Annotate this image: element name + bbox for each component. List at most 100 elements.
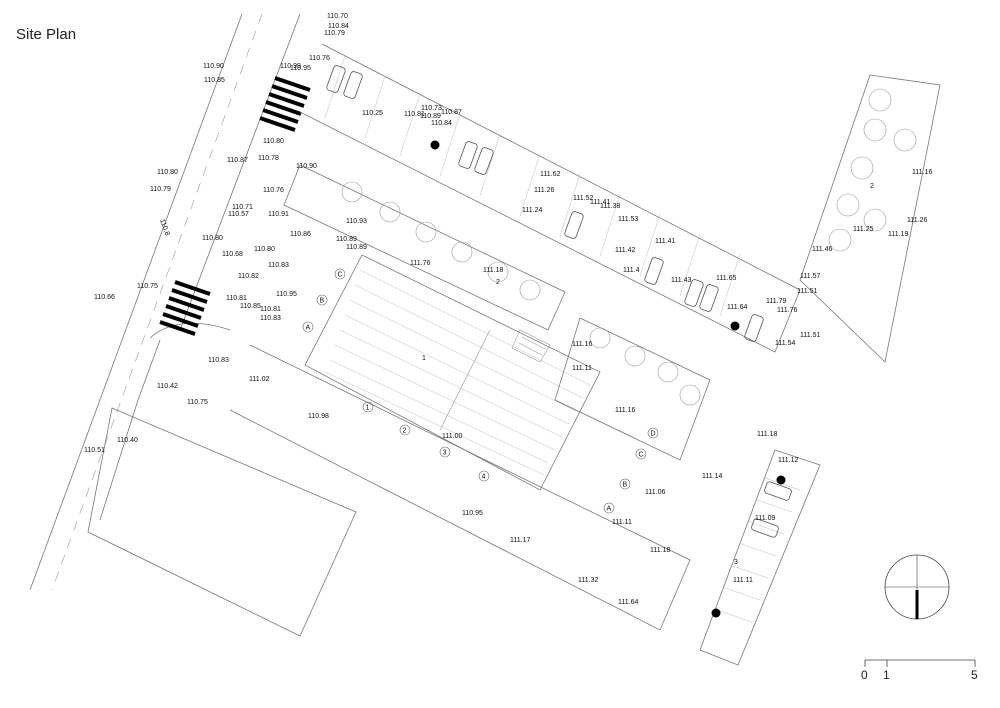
spot-elevation: 111.64 xyxy=(618,599,638,606)
spot-elevation: 111.54 xyxy=(775,340,795,347)
east-block xyxy=(554,317,711,461)
spot-elevation: 110.83 xyxy=(208,357,229,364)
spot-elevation: 110.75 xyxy=(187,399,208,406)
northeast-plaza xyxy=(799,74,941,363)
spot-elevation: 110.81 xyxy=(226,295,247,302)
circle-label-ring xyxy=(647,427,659,439)
spot-elevation: 110.81 xyxy=(260,306,281,313)
spot-elevation: 111.76 xyxy=(777,307,797,314)
spot-elevation: 110.87 xyxy=(441,109,462,116)
accessible-spot-markers xyxy=(430,140,786,618)
spot-elevation: 110.70 xyxy=(327,13,348,20)
scale-label-1: 1 xyxy=(883,668,890,682)
zone-label: 3 xyxy=(734,559,738,566)
spot-elevation: 110.95 xyxy=(462,510,483,517)
circle-label: 3 xyxy=(443,450,447,457)
crosswalk-south xyxy=(159,280,211,336)
spot-elevation: 110.91 xyxy=(268,211,289,218)
circle-label-ring xyxy=(334,268,346,280)
spot-elevation: 111.14 xyxy=(702,473,722,480)
spot-elevation: 111.18 xyxy=(757,431,777,438)
spot-elevation: 110.79 xyxy=(324,30,345,37)
circle-label: B xyxy=(623,482,628,489)
spot-elevation: 110.68 xyxy=(222,251,243,258)
spot-elevation: 111.42 xyxy=(615,247,635,254)
spot-elevation: 110.78 xyxy=(258,155,279,162)
spot-elevation: 111.41 xyxy=(590,199,610,206)
circle-label-ring xyxy=(399,424,411,436)
spot-elevation: 111.43 xyxy=(671,277,691,284)
spot-elevation: 110.71 xyxy=(232,204,253,211)
spot-elevation: 111.26 xyxy=(534,187,554,194)
spot-elevation: 111.51 xyxy=(800,332,820,339)
spot-elevation: 111.46 xyxy=(812,246,832,253)
stair xyxy=(511,329,551,363)
spot-elevation: 110.83 xyxy=(260,315,281,322)
spot-elevation: 110.89 xyxy=(336,236,357,243)
parked-cars xyxy=(326,65,792,538)
south-boundary xyxy=(229,344,691,631)
circle-label-ring xyxy=(478,470,490,482)
circle-label-ring xyxy=(603,502,615,514)
circle-label-ring xyxy=(316,294,328,306)
spot-elevation: 111.26 xyxy=(907,217,927,224)
spot-elevation: 110.90 xyxy=(296,163,317,170)
spot-elevation: 111.18 xyxy=(650,547,670,554)
spot-elevation: 111.52 xyxy=(573,195,593,202)
spot-elevation: 111.32 xyxy=(578,577,598,584)
circle-label-ring xyxy=(439,446,451,458)
spot-elevation: 110.84 xyxy=(328,23,349,30)
spot-elevation: 110.40 xyxy=(117,437,138,444)
spot-elevation: 110.85 xyxy=(204,77,225,84)
spot-elevation: 111.02 xyxy=(249,376,269,383)
spot-elevation: 111.65 xyxy=(716,275,736,282)
spot-elevation: 110.75 xyxy=(137,283,158,290)
spot-elevations: 110.70110.84110.79110.90110.85110.99110.… xyxy=(84,13,932,606)
zone-label: 1 xyxy=(422,355,426,362)
zone-label: 2 xyxy=(496,279,500,286)
scale-label-5: 5 xyxy=(971,668,978,682)
spot-elevation: 111.16 xyxy=(572,341,592,348)
zone-label: 2 xyxy=(870,183,874,190)
spot-elevation: 110.89 xyxy=(420,113,441,120)
spot-elevation: 110.90 xyxy=(203,63,224,70)
main-building xyxy=(304,254,601,491)
spot-elevation: 111.51 xyxy=(797,288,817,295)
spot-elevation: 111.16 xyxy=(912,169,932,176)
spot-elevation: 110.99 xyxy=(280,63,301,70)
spot-elevation: 110.80 xyxy=(202,235,223,242)
scale-bar xyxy=(864,659,976,667)
spot-elevation: 110.25 xyxy=(362,110,383,117)
spot-elevation: 110.93 xyxy=(346,218,367,225)
spot-elevation: 111.38 xyxy=(600,203,620,210)
spot-elevation: 110.83 xyxy=(268,262,289,269)
page-title: Site Plan xyxy=(16,26,77,43)
circle-label-ring xyxy=(635,448,647,460)
parking-strip-north xyxy=(299,43,801,353)
spot-elevation: 110.80 xyxy=(263,138,284,145)
spot-elevation: 111.18 xyxy=(483,267,503,274)
spot-elevation: 111.12 xyxy=(778,457,798,464)
contour-label: 111.4 xyxy=(623,267,640,274)
spot-elevation: 110.57 xyxy=(228,211,249,218)
spot-elevation: 110.89 xyxy=(346,244,367,251)
spot-elevation: 110.42 xyxy=(157,383,178,390)
spot-elevation: 111.41 xyxy=(655,238,675,245)
circle-label: 4 xyxy=(482,474,486,481)
spot-elevation: 111.79 xyxy=(766,298,786,305)
spot-elevation: 110.51 xyxy=(84,447,105,454)
contour-label: 110.8 xyxy=(158,218,170,236)
spot-elevation: 111.53 xyxy=(618,216,638,223)
spot-elevation: 110.80 xyxy=(157,169,178,176)
circle-label: C xyxy=(338,272,343,279)
spot-elevation: 111.57 xyxy=(800,273,820,280)
circle-label: 1 xyxy=(366,405,370,412)
spot-elevation: 110.66 xyxy=(94,294,115,301)
spot-elevation: 111.11 xyxy=(612,519,632,526)
spot-elevation: 111.62 xyxy=(540,171,560,178)
circle-label: 2 xyxy=(403,428,407,435)
scale-label-0: 0 xyxy=(861,668,868,682)
spot-elevation: 111.16 xyxy=(615,407,635,414)
